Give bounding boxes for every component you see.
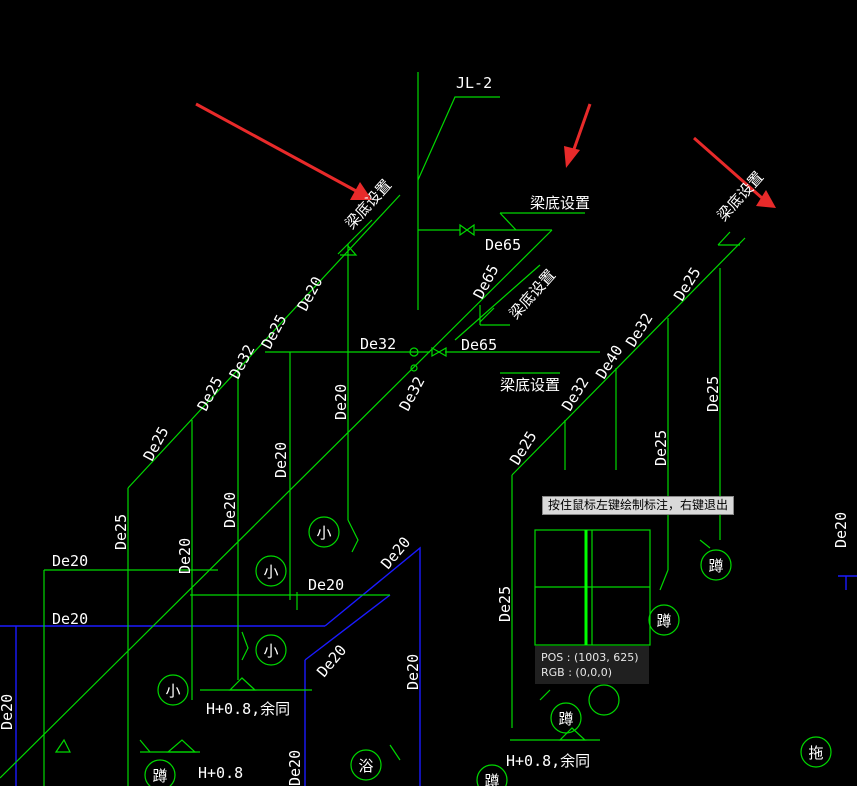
fixture-circle-under-readout <box>588 684 620 716</box>
fixture-dun-1: 蹲 <box>700 549 732 581</box>
fixture-label: 小 <box>263 642 278 660</box>
pipe-label-de20-h2: De20 <box>52 610 88 628</box>
pipe-label-de20-h3: De20 <box>308 576 344 594</box>
command-tooltip: 按住鼠标左键绘制标注，右键退出 <box>542 496 735 515</box>
fixture-xiao-1: 小 <box>308 516 340 548</box>
fixture-tuo-1: 拖 <box>800 736 832 768</box>
pipe-label-de20-v5: De20 <box>0 694 16 730</box>
fixture-label: 蹲 <box>558 710 573 728</box>
pipe-label-de25-3: De25 <box>140 424 173 464</box>
pipe-label-de25-v3: De25 <box>652 430 670 466</box>
pipe-label-de20-diag2: De20 <box>313 641 350 680</box>
annotation-arrows <box>195 102 776 208</box>
pipe-label-de25-r1: De25 <box>506 428 540 468</box>
pipe-label-de25-2: De25 <box>194 374 227 414</box>
height-note-2: H+0.8 <box>198 764 243 782</box>
pipe-label-de20-1: De20 <box>294 274 327 314</box>
pipe-label-de20-h1: De20 <box>52 552 88 570</box>
pipe-label-de25-1: De25 <box>258 312 291 352</box>
pipe-label-de20-v1: De20 <box>332 384 350 420</box>
pipe-label-de32-r2: De32 <box>622 310 656 350</box>
fixture-xiao-2: 小 <box>255 555 287 587</box>
height-note-3: H+0.8,余同 <box>506 752 590 770</box>
fixture-xiao-4: 小 <box>157 674 189 706</box>
fixture-xiao-3: 小 <box>255 634 287 666</box>
pipe-label-de20-v3: De20 <box>221 492 239 528</box>
pipe-label-de32-1: De32 <box>226 342 259 382</box>
fixture-label: 蹲 <box>152 767 167 785</box>
fixture-label: 蹲 <box>656 612 671 630</box>
pipe-label-de20-v8: De20 <box>832 512 850 548</box>
pipe-label-de20-v2: De20 <box>272 442 290 478</box>
fixture-label: 小 <box>165 682 180 700</box>
pipe-label-de20-v6: De20 <box>286 750 304 786</box>
pipe-label-de25-v2: De25 <box>704 376 722 412</box>
fixture-label: 拖 <box>808 744 823 762</box>
beam-label-1: 梁底设置 <box>530 194 590 212</box>
wall-outlines <box>0 546 857 786</box>
pipe-label-de20-v4: De20 <box>176 538 194 574</box>
rgb-readout: RGB : (0,0,0) <box>541 666 612 679</box>
pipe-label-de25-v1: De25 <box>112 514 130 550</box>
pipe-network <box>0 72 746 786</box>
pipe-label-de65-top: De65 <box>485 236 521 254</box>
cursor-readout: POS : (1003, 625) RGB : (0,0,0) <box>535 646 649 684</box>
pos-readout: POS : (1003, 625) <box>541 651 639 664</box>
pipe-label-de20-v7: De20 <box>404 654 422 690</box>
fixture-yu-1: 浴 <box>350 749 382 781</box>
fixture-label: 浴 <box>358 757 373 775</box>
fixture-label: 蹲 <box>484 772 499 786</box>
pipe-label-de32-header: De32 <box>360 335 396 353</box>
pipe-label-de65-diag: De65 <box>470 262 503 302</box>
fixture-dun-5: 蹲 <box>476 764 508 786</box>
beam-label-4: 梁底设置 <box>506 266 560 323</box>
height-note-1: H+0.8,余同 <box>206 700 290 718</box>
riser-label: JL-2 <box>456 74 492 92</box>
pipe-label-de65-mid: De65 <box>461 336 497 354</box>
fixture-dun-2: 蹲 <box>648 604 680 636</box>
pipe-label-de20-diag1: De20 <box>377 533 414 572</box>
fixture-dun-3: 蹲 <box>550 702 582 734</box>
fixture-label: 蹲 <box>708 557 723 575</box>
fixture-label: 小 <box>316 524 331 542</box>
beam-label-2: 梁底设置 <box>500 376 560 394</box>
fixture-dun-4: 蹲 <box>144 759 176 786</box>
fixture-symbols: 小 小 小 小 蹲 蹲 蹲 蹲 蹲 浴 拖 <box>144 516 832 786</box>
pipe-label-de40-r1: De40 <box>592 342 626 382</box>
pipe-label-de32-r1: De32 <box>558 374 592 414</box>
fixture-label: 小 <box>263 563 278 581</box>
pipe-label-de25-v4: De25 <box>496 586 514 622</box>
